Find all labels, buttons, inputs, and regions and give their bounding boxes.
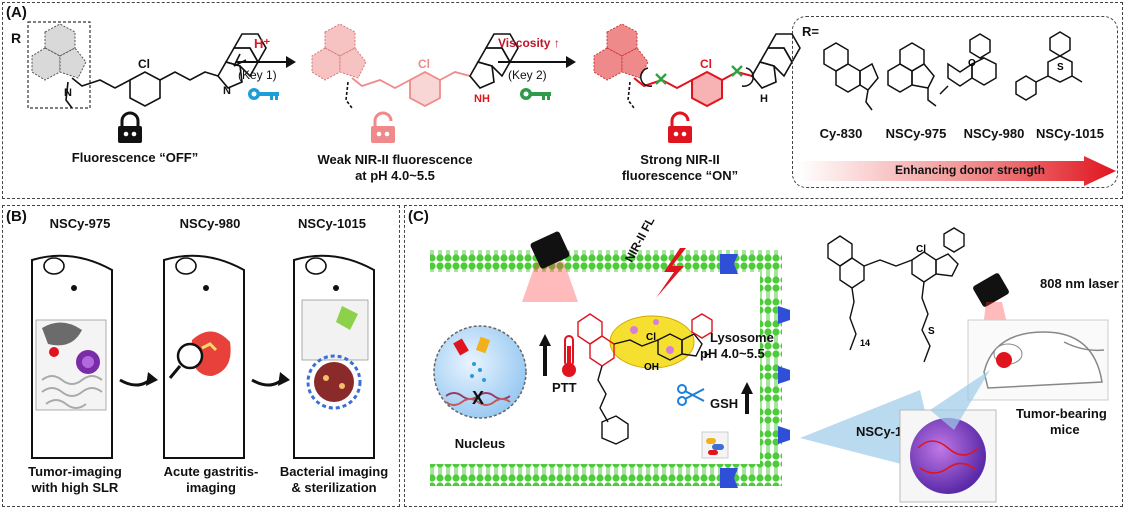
nucleus-label: Nucleus — [454, 436, 506, 451]
state-strong-label-1: Strong NIR-II — [640, 152, 720, 167]
nucleus: X — [433, 325, 527, 419]
viscosity-text: Viscosity — [498, 36, 551, 50]
caption-1-line1: Tumor-imaging — [28, 464, 122, 479]
donor-box — [792, 16, 1118, 188]
h-atom: H — [760, 93, 768, 105]
molecule-off: Cl N N — [27, 21, 267, 109]
mouse-bacteria — [293, 254, 375, 459]
lysosome-label-2: pH 4.0~5.5 — [700, 346, 765, 361]
n-atom-left: N — [64, 87, 72, 99]
panel-a — [2, 2, 1123, 199]
lock-open-red-icon — [668, 111, 692, 143]
lock-closed-icon — [118, 111, 142, 143]
lock-open-pink-icon — [371, 111, 395, 143]
panel-b-title-2: NSCy-980 — [179, 216, 241, 231]
oh-label: OH — [644, 362, 659, 373]
panel-c — [404, 205, 1123, 507]
arrow1-top-label: H⁺ — [254, 36, 271, 51]
panel-b-tag: (B) — [6, 208, 27, 225]
caption-3-line2: & sterilization — [291, 480, 377, 495]
o-atom: O — [968, 58, 976, 69]
panel-b-title-3: NSCy-1015 — [298, 216, 366, 231]
tumor-bearing-mouse — [967, 319, 1109, 401]
mouse-gastritis — [163, 254, 245, 459]
panel-b-title-1: NSCy-975 — [49, 216, 111, 231]
subscript-14: 14 — [860, 338, 870, 348]
mice-label-2: mice — [1050, 422, 1080, 437]
x-mark: X — [472, 388, 484, 408]
lysosome-label-1: Lysosome — [710, 330, 774, 345]
laser-head-icon — [522, 231, 578, 302]
cl-atom-strong: Cl — [700, 57, 712, 71]
key-blue-icon — [248, 88, 279, 100]
scissors-icon — [677, 384, 705, 406]
arrow-key2 — [498, 56, 576, 68]
cl-atom-1050: Cl — [916, 244, 926, 255]
ptt-indicator — [539, 334, 576, 377]
state-off-label: Fluorescence “OFF” — [71, 150, 199, 165]
lightning-icon — [656, 248, 686, 298]
h-plus-label: H — [704, 350, 711, 361]
gsh-label: GSH — [710, 396, 739, 411]
arrow1-bottom-label: (Key 1) — [238, 68, 277, 82]
arrow-key1 — [236, 56, 296, 68]
arrow2-top-label: Viscosity ↑ — [498, 36, 560, 50]
mouse-tumor — [31, 254, 113, 459]
panel-a-tag: (A) — [6, 4, 27, 21]
r-label: R — [11, 30, 22, 46]
cl-atom: Cl — [138, 57, 150, 71]
panel-b — [2, 205, 400, 507]
tumor-sphere — [899, 409, 997, 503]
cl-atom-c: Cl — [646, 332, 656, 343]
donor-name-4: NSCy-1015 — [1036, 126, 1104, 141]
r-equals-label: R= — [802, 24, 819, 39]
caption-1-line2: with high SLR — [31, 480, 119, 495]
key-green-icon — [520, 88, 551, 100]
caption-3-line1: Bacterial imaging — [279, 464, 389, 479]
nh-atom: NH — [474, 93, 490, 105]
probe-in-lysosome: Cl OH H — [577, 313, 713, 445]
s-atom: S — [1057, 62, 1064, 73]
ptt-label: PTT — [552, 380, 577, 395]
molecule-weak: Cl NH — [311, 23, 519, 109]
donor-strength-label: Enhancing donor strength — [895, 163, 1045, 177]
donor-name-1: Cy-830 — [819, 126, 863, 141]
arrow2-bottom-label: (Key 2) — [508, 68, 547, 82]
donor-name-3: NSCy-980 — [963, 126, 1025, 141]
donor-name-2: NSCy-975 — [885, 126, 947, 141]
nscy1050-structure: Cl 14 S — [827, 227, 965, 363]
gsh-up-arrow-icon — [741, 382, 753, 414]
caption-2-line1: Acute gastritis- — [163, 464, 259, 479]
laser-label: 808 nm laser — [1040, 276, 1119, 291]
donor-structures: O S — [823, 31, 1083, 111]
state-weak-label-1: Weak NIR-II fluorescence — [317, 152, 473, 167]
state-weak-label-2: at pH 4.0~5.5 — [355, 168, 435, 183]
molecule-strong: Cl H — [593, 23, 801, 109]
mouse-illustrations — [31, 254, 375, 459]
mice-label-1: Tumor-bearing — [1016, 406, 1107, 421]
state-strong-label-2: fluorescence “ON” — [621, 168, 739, 183]
caption-2-line2: imaging — [186, 480, 236, 495]
cl-atom-weak: Cl — [418, 57, 430, 71]
panel-c-tag: (C) — [408, 208, 429, 225]
drug-capsule-icon — [701, 431, 729, 459]
s-atom-1050: S — [928, 326, 935, 337]
donor-strength-arrow — [798, 156, 1116, 186]
mouse-light-cone — [930, 370, 990, 430]
up-arrow-icon: ↑ — [550, 36, 560, 50]
n-atom: N — [223, 85, 231, 97]
